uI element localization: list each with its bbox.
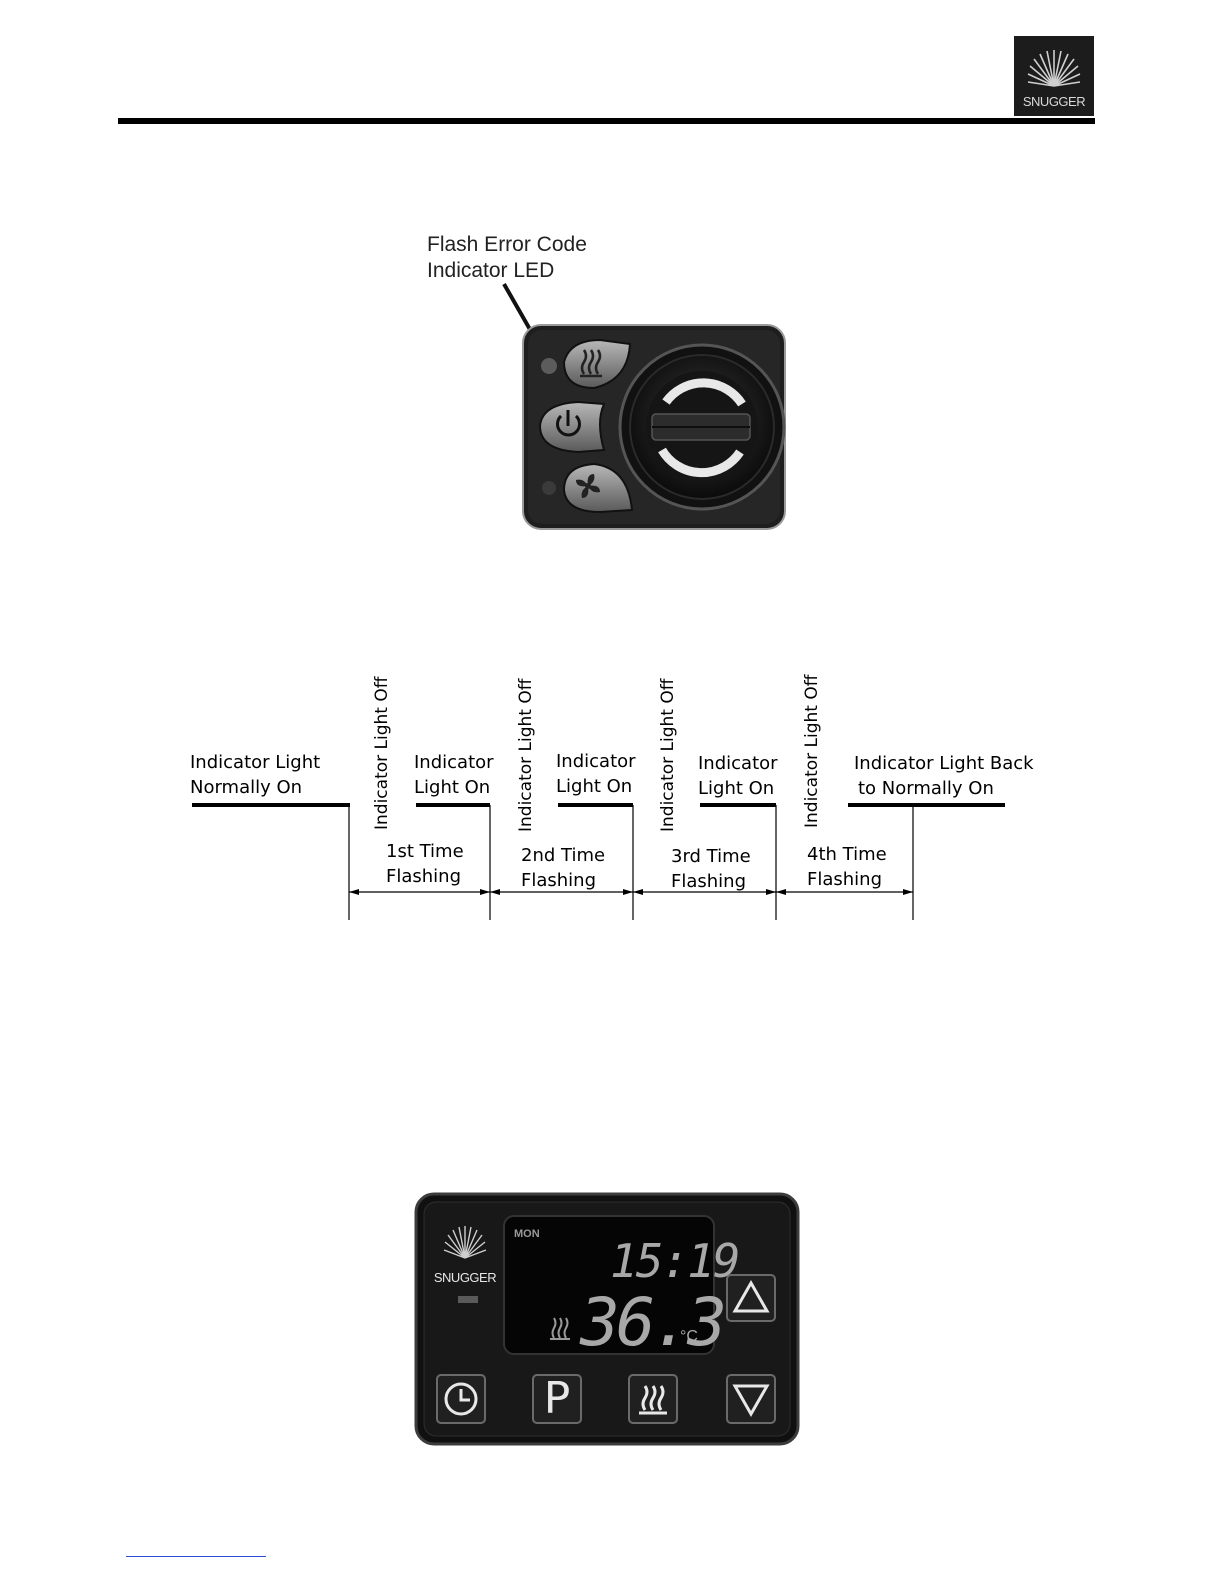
program-button[interactable]: P <box>532 1374 582 1424</box>
down-arrow-icon <box>732 1384 770 1418</box>
display-temperature: 36.3 <box>580 1284 727 1361</box>
shell-icon <box>1027 50 1081 87</box>
clock-button[interactable] <box>436 1374 486 1424</box>
error-led <box>541 358 557 374</box>
up-button[interactable] <box>726 1274 776 1322</box>
heat-icon <box>639 1385 667 1415</box>
up-arrow-icon <box>732 1279 770 1313</box>
status-led <box>458 1296 478 1303</box>
clock-icon <box>444 1382 478 1416</box>
display-day: MON <box>514 1228 540 1240</box>
rotary-knob[interactable] <box>618 343 786 511</box>
display-heat-icon <box>550 1317 570 1340</box>
display-unit: °C <box>680 1328 698 1345</box>
controller-body <box>414 1192 800 1446</box>
off-label-2: Indicator Light Off <box>516 678 536 832</box>
header-rule <box>118 118 1095 124</box>
program-label: P <box>543 1373 571 1424</box>
digital-controller: SNUGGER MON 15:19 36.3 °C P <box>414 1192 800 1446</box>
callout-line1: Flash Error Code <box>427 233 587 256</box>
start-label: Indicator Light Normally On <box>190 752 321 798</box>
simple-controller <box>522 324 786 530</box>
off-label-4: Indicator Light Off <box>802 674 822 828</box>
display-time: 15:19 <box>610 1234 740 1288</box>
end-label: Indicator Light Back to Normally On <box>854 753 1034 799</box>
heat-button[interactable] <box>628 1374 678 1424</box>
fan-led <box>542 481 556 495</box>
off-label-3: Indicator Light Off <box>658 678 678 832</box>
footer-link-underline[interactable] <box>126 1556 266 1557</box>
heat-icon <box>580 349 602 378</box>
down-button[interactable] <box>726 1374 776 1424</box>
brand-text: SNUGGER <box>433 1270 497 1285</box>
brand-shell-icon <box>443 1226 487 1259</box>
power-button[interactable] <box>538 400 606 454</box>
timing-lines <box>192 803 1005 920</box>
heat-button[interactable] <box>562 338 632 390</box>
power-icon <box>556 410 581 437</box>
timing-diagram: Indicator Light Normally On Indicator Li… <box>150 660 1050 940</box>
lcd-display <box>503 1215 715 1355</box>
callout-line2: Indicator LED <box>427 259 555 282</box>
off-label-1: Indicator Light Off <box>372 676 392 830</box>
led-callout: Flash Error Code Indicator LED <box>427 232 587 284</box>
logo-text: SNUGGER <box>1022 94 1086 109</box>
fan-icon <box>576 474 600 498</box>
fan-button[interactable] <box>562 462 634 514</box>
snugger-logo: SNUGGER <box>1014 36 1094 116</box>
